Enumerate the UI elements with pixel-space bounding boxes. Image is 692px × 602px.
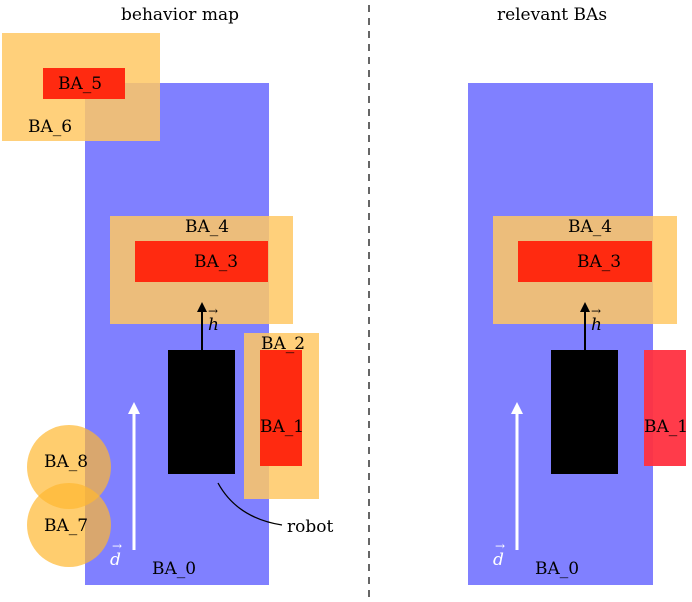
left-d-label: d — [110, 550, 121, 570]
left-ba-1-region — [260, 350, 302, 466]
right-ba-1-region — [644, 350, 686, 466]
left-robot-pointer-curve — [217, 482, 283, 526]
left-ba-8-region — [27, 425, 111, 509]
left-ba-6-label: BA_6 — [28, 117, 72, 137]
right-robot-body — [551, 350, 618, 474]
right-h-label: h — [591, 315, 602, 335]
left-h-vec-mark: → — [208, 304, 218, 318]
right-panel: relevant BAs BA_4 BA_3 h → BA_1 d → BA_0 — [468, 5, 688, 585]
left-d-vec-mark: → — [112, 539, 122, 553]
left-ba-3-region — [135, 241, 268, 282]
right-d-vec-mark: → — [495, 539, 505, 553]
left-ba-7-label: BA_7 — [44, 516, 88, 536]
left-ba-5-region — [43, 68, 125, 99]
left-robot-body — [168, 350, 235, 474]
right-ba-1-label: BA_1 — [644, 417, 688, 437]
left-panel: behavior map BA_5 BA_6 BA_4 BA_3 h → — [2, 5, 333, 585]
left-ba-2-label: BA_2 — [261, 334, 305, 354]
right-panel-title: relevant BAs — [497, 5, 607, 25]
left-ba-4-label: BA_4 — [185, 217, 229, 237]
right-ba-3-label: BA_3 — [577, 252, 621, 272]
right-ba-3-region — [518, 241, 652, 282]
right-d-label: d — [493, 550, 504, 570]
left-robot-label: robot — [287, 517, 333, 537]
right-h-vec-mark: → — [591, 304, 601, 318]
left-ba-1-label: BA_1 — [260, 417, 304, 437]
right-ba-4-label: BA_4 — [568, 217, 612, 237]
left-ba-5-label: BA_5 — [58, 74, 102, 94]
left-ba-7-region — [27, 483, 111, 567]
left-ba-0-region — [85, 83, 269, 585]
right-ba-0-label: BA_0 — [535, 559, 579, 579]
left-ba-3-label: BA_3 — [194, 252, 238, 272]
right-ba-0-region — [468, 83, 653, 585]
left-panel-title: behavior map — [121, 5, 239, 25]
left-ba-8-label: BA_8 — [44, 452, 88, 472]
left-ba-0-label: BA_0 — [152, 559, 196, 579]
left-h-label: h — [208, 315, 219, 335]
